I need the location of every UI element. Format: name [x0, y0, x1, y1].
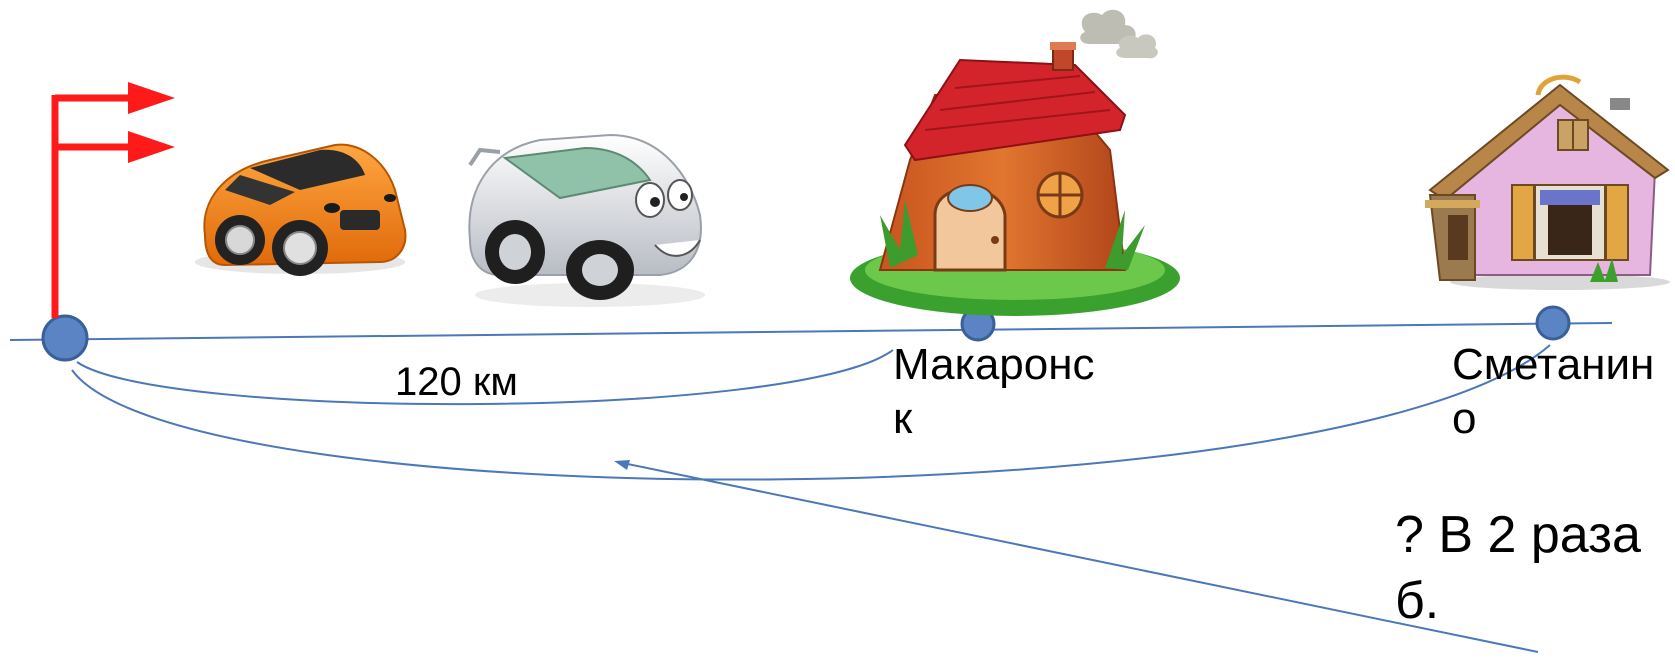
- town2-label-line2: о: [1452, 394, 1477, 443]
- orange-car-icon: [195, 143, 407, 276]
- town2-node: [1535, 305, 1571, 341]
- town1-label-line1: Макаронс: [893, 340, 1095, 389]
- town2-label-line1: Сметанин: [1452, 340, 1655, 389]
- town1-label-line2: к: [893, 394, 913, 443]
- stump-house-icon: [850, 9, 1180, 316]
- distance-arc-2: [71, 344, 1551, 481]
- question-label-line1: ? В 2 раза: [1395, 506, 1641, 564]
- question-label: ? В 2 раза б.: [1395, 502, 1641, 634]
- distance-arc-1: [76, 349, 894, 406]
- town1-label: Макаронс к: [893, 338, 1095, 446]
- question-label-line2: б.: [1395, 572, 1440, 630]
- road-line: [9, 322, 1613, 341]
- question-pointer-arrow: [614, 460, 1539, 653]
- start-node: [41, 314, 89, 362]
- silver-car-icon: [468, 133, 705, 307]
- town2-label: Сметанин о: [1452, 338, 1654, 446]
- start-flag-icon: [51, 82, 175, 318]
- wooden-house-icon: [1425, 74, 1670, 290]
- distance-label: 120 км: [395, 360, 518, 404]
